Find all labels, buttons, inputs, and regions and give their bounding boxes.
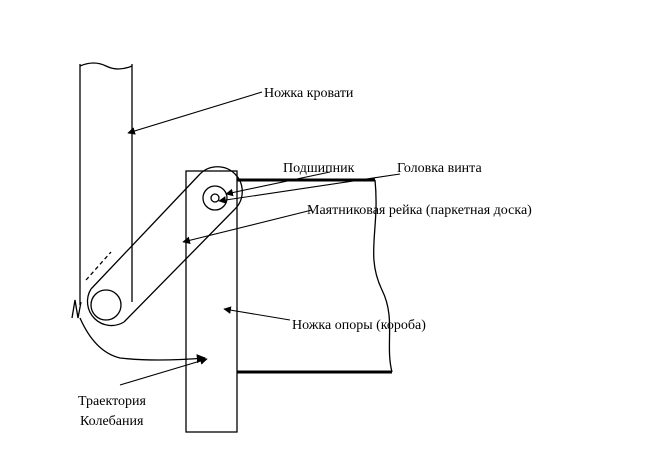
arrow-trajectory: [119, 357, 208, 386]
bed-leg: [79, 62, 133, 305]
label-pendulum-rail: Маятниковая рейка (паркетная доска): [307, 203, 532, 218]
bed-leg-foot-mark: [71, 299, 82, 319]
pointer-arrows: [119, 91, 401, 386]
arrow-bearing: [225, 171, 331, 197]
label-bed-leg: Ножка кровати: [264, 86, 354, 101]
label-trajectory-line2: Колебания: [80, 414, 144, 429]
label-screw-head: Головка винта: [397, 161, 482, 176]
arrow-screw-head: [218, 173, 401, 204]
bed-leg-bearing: [90, 289, 122, 321]
label-bearing: Подшипник: [283, 161, 355, 176]
box-panel: [237, 178, 393, 374]
screw-head-circle: [210, 193, 220, 203]
arrow-support-leg: [223, 306, 291, 321]
bearing-circle: [202, 185, 228, 211]
label-support-leg: Ножка опоры (короба): [292, 318, 426, 333]
pendulum-rail: [85, 166, 243, 327]
arrow-pendulum-rail: [182, 209, 313, 245]
arrow-bed-leg: [127, 91, 263, 135]
support-leg: [185, 170, 238, 433]
label-trajectory-line1: Траектория: [78, 394, 146, 409]
trajectory-arc: [79, 317, 206, 364]
